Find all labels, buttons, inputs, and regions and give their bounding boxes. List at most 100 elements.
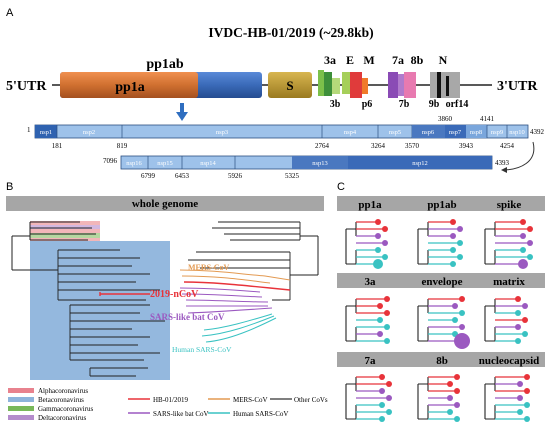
- orf-e-label: E: [346, 53, 354, 67]
- gene-tree-tip: [447, 409, 453, 415]
- legend-alpha: Alphacoronavirus: [38, 387, 88, 395]
- gene-header-row1: [337, 196, 545, 211]
- legend-swatch-alpha: [8, 388, 34, 393]
- gene-tree-tip: [375, 219, 381, 225]
- nsp-row2-segments: [147, 156, 492, 169]
- orf-orf14-label: orf14: [446, 99, 469, 110]
- nsp-pos-6799: 6799: [141, 172, 156, 180]
- gene-tree-tip: [459, 296, 465, 302]
- nsp7-label: nsp7: [449, 129, 462, 136]
- gene-tree-tip: [524, 374, 530, 380]
- orf-8b-label: 8b: [411, 53, 424, 67]
- nsp13-block: [292, 156, 348, 169]
- gene-tree-tip: [452, 317, 458, 323]
- orf-3a-block: [318, 70, 324, 96]
- delta-shading: [30, 225, 100, 229]
- pp1a-block: [60, 72, 198, 98]
- gene-header-row2: [337, 273, 545, 288]
- gene-title-7a: 7a: [365, 355, 377, 367]
- gene-tree-tip: [386, 381, 392, 387]
- gene-tree-tip: [459, 310, 465, 316]
- nsp-pos-3264: 3264: [371, 142, 386, 150]
- orf-7b-label: 7b: [399, 99, 410, 110]
- nsp13-label: nsp13: [312, 160, 328, 167]
- orf-orf14-block: [446, 76, 449, 96]
- gene-tree-tip: [454, 416, 460, 422]
- gene-title-nucleocapsid: nucleocapsid: [479, 355, 540, 367]
- nsp-pos-3943: 3943: [459, 142, 474, 150]
- nsp3-label: nsp3: [216, 129, 228, 136]
- gene-tree-tip: [375, 247, 381, 253]
- orf-3b-label: 3b: [330, 99, 341, 110]
- orf-3a-label: 3a: [324, 53, 336, 67]
- nsp5-label: nsp5: [389, 129, 401, 136]
- legend-hb01: HB-01/2019: [153, 396, 189, 404]
- gene-tree-2: [417, 219, 463, 267]
- gene-tree-tip: [384, 338, 390, 344]
- orf-m-label: M: [363, 53, 374, 67]
- orf-s-label: S: [286, 78, 293, 93]
- gene-tree-tip: [457, 254, 463, 260]
- nsp-row2-start: 7096: [103, 157, 118, 165]
- gene-tree-tip: [450, 247, 456, 253]
- gene-tree-tip: [382, 240, 388, 246]
- gene-tree-tip: [382, 226, 388, 232]
- gene-tree-tip: [454, 402, 460, 408]
- nsp12-label: nsp12: [412, 160, 428, 167]
- panel-label-c: C: [337, 181, 345, 193]
- gene-tree-tip: [524, 388, 530, 394]
- gene-tree-tip: [515, 338, 521, 344]
- nsp10-label: nsp10: [509, 129, 525, 136]
- gene-tree-tip: [379, 416, 385, 422]
- gene-tree-tip: [450, 261, 456, 267]
- right-tree: [179, 221, 319, 343]
- nsp-pos-3570: 3570: [405, 142, 420, 150]
- gene-tree-tip: [450, 233, 456, 239]
- gene-tree-tip: [515, 310, 521, 316]
- legend-other: Other CoVs: [294, 396, 328, 404]
- continuation-arrow: [501, 141, 535, 173]
- nsp-pos-819: 819: [117, 142, 128, 150]
- gene-title-8b: 8b: [436, 355, 448, 367]
- gamma-shading: [30, 233, 100, 238]
- gene-tree-tip: [527, 226, 533, 232]
- gene-tree-tip: [527, 254, 533, 260]
- mers-cov-label: MERS-CoV: [188, 263, 230, 272]
- left-tree: [11, 221, 170, 380]
- strain-legend: HB-01/2019 MERS-CoV Other CoVs SARS-like…: [128, 396, 328, 418]
- gene-tree-tip: [452, 303, 458, 309]
- orf-m-block: [350, 72, 362, 98]
- nsp-pos-2764: 2764: [315, 142, 330, 150]
- gene-tree-tip: [382, 254, 388, 260]
- gene-tree-tip: [457, 226, 463, 232]
- nsp9-label: nsp9: [491, 129, 503, 136]
- gene-tree-tip: [377, 303, 383, 309]
- gene-tree-tip: [520, 219, 526, 225]
- orf-7a-label: 7a: [392, 53, 404, 67]
- orf-3a-block2: [324, 72, 332, 96]
- nsp6-label: nsp6: [422, 129, 435, 136]
- orf-7b-block: [398, 74, 404, 96]
- gene-tree-9: [484, 374, 530, 422]
- gene-tree-tip: [386, 395, 392, 401]
- beta-shading: [30, 241, 170, 380]
- gene-tree-8: [417, 374, 460, 422]
- gene-tree-4: [345, 296, 390, 344]
- utr5-label: 5'UTR: [6, 79, 47, 94]
- nsp-pos-6453: 6453: [175, 172, 190, 180]
- legend-sars-bat: SARS-like bat CoV: [153, 410, 209, 418]
- legend-gamma: Gammacoronavirus: [38, 405, 93, 413]
- gene-tree-tip: [384, 324, 390, 330]
- orf-9b-label: 9b: [429, 99, 440, 110]
- gene-tree-tip: [384, 296, 390, 302]
- gene-tree-tip: [454, 333, 470, 349]
- gene-tree-tip: [447, 395, 453, 401]
- pp1ab-label: pp1ab: [146, 57, 184, 72]
- nsp1-block: [35, 125, 57, 138]
- nsp-pos-3860: 3860: [438, 115, 453, 123]
- gene-tree-5: [417, 296, 470, 349]
- gene-tree-3: [484, 219, 533, 269]
- nsp-pos-181: 181: [52, 142, 63, 150]
- gene-tree-tip: [454, 388, 460, 394]
